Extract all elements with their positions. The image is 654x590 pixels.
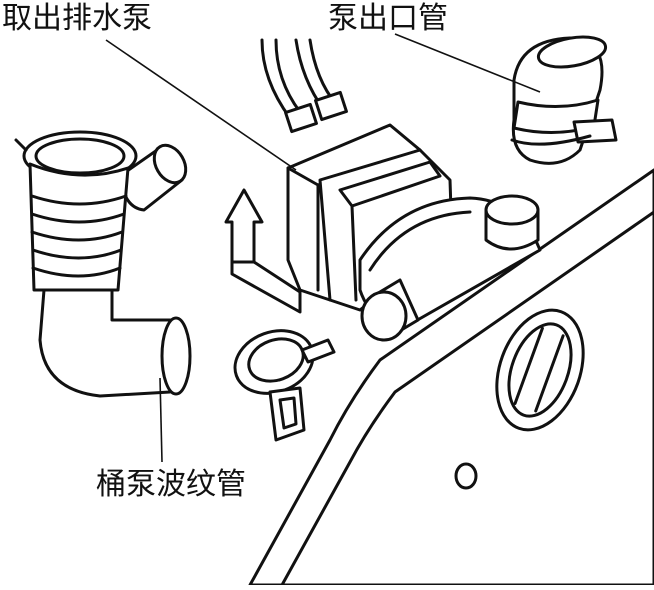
label-drain-pump: 取出排水泵 bbox=[2, 1, 152, 36]
label-tub-pump-bellows-hose: 桶泵波纹管 bbox=[96, 467, 246, 502]
hose-clamp bbox=[233, 329, 336, 442]
label-pump-outlet-pipe: 泵出口管 bbox=[328, 1, 448, 36]
pump-wires bbox=[260, 38, 348, 134]
pump-outlet-hose bbox=[510, 35, 618, 165]
tub-pump-bellows-hose bbox=[14, 130, 192, 398]
leader-lines bbox=[105, 33, 541, 463]
drain-pump-body bbox=[286, 123, 542, 342]
machine-body-panel bbox=[248, 168, 654, 587]
direction-arrow bbox=[224, 188, 302, 314]
